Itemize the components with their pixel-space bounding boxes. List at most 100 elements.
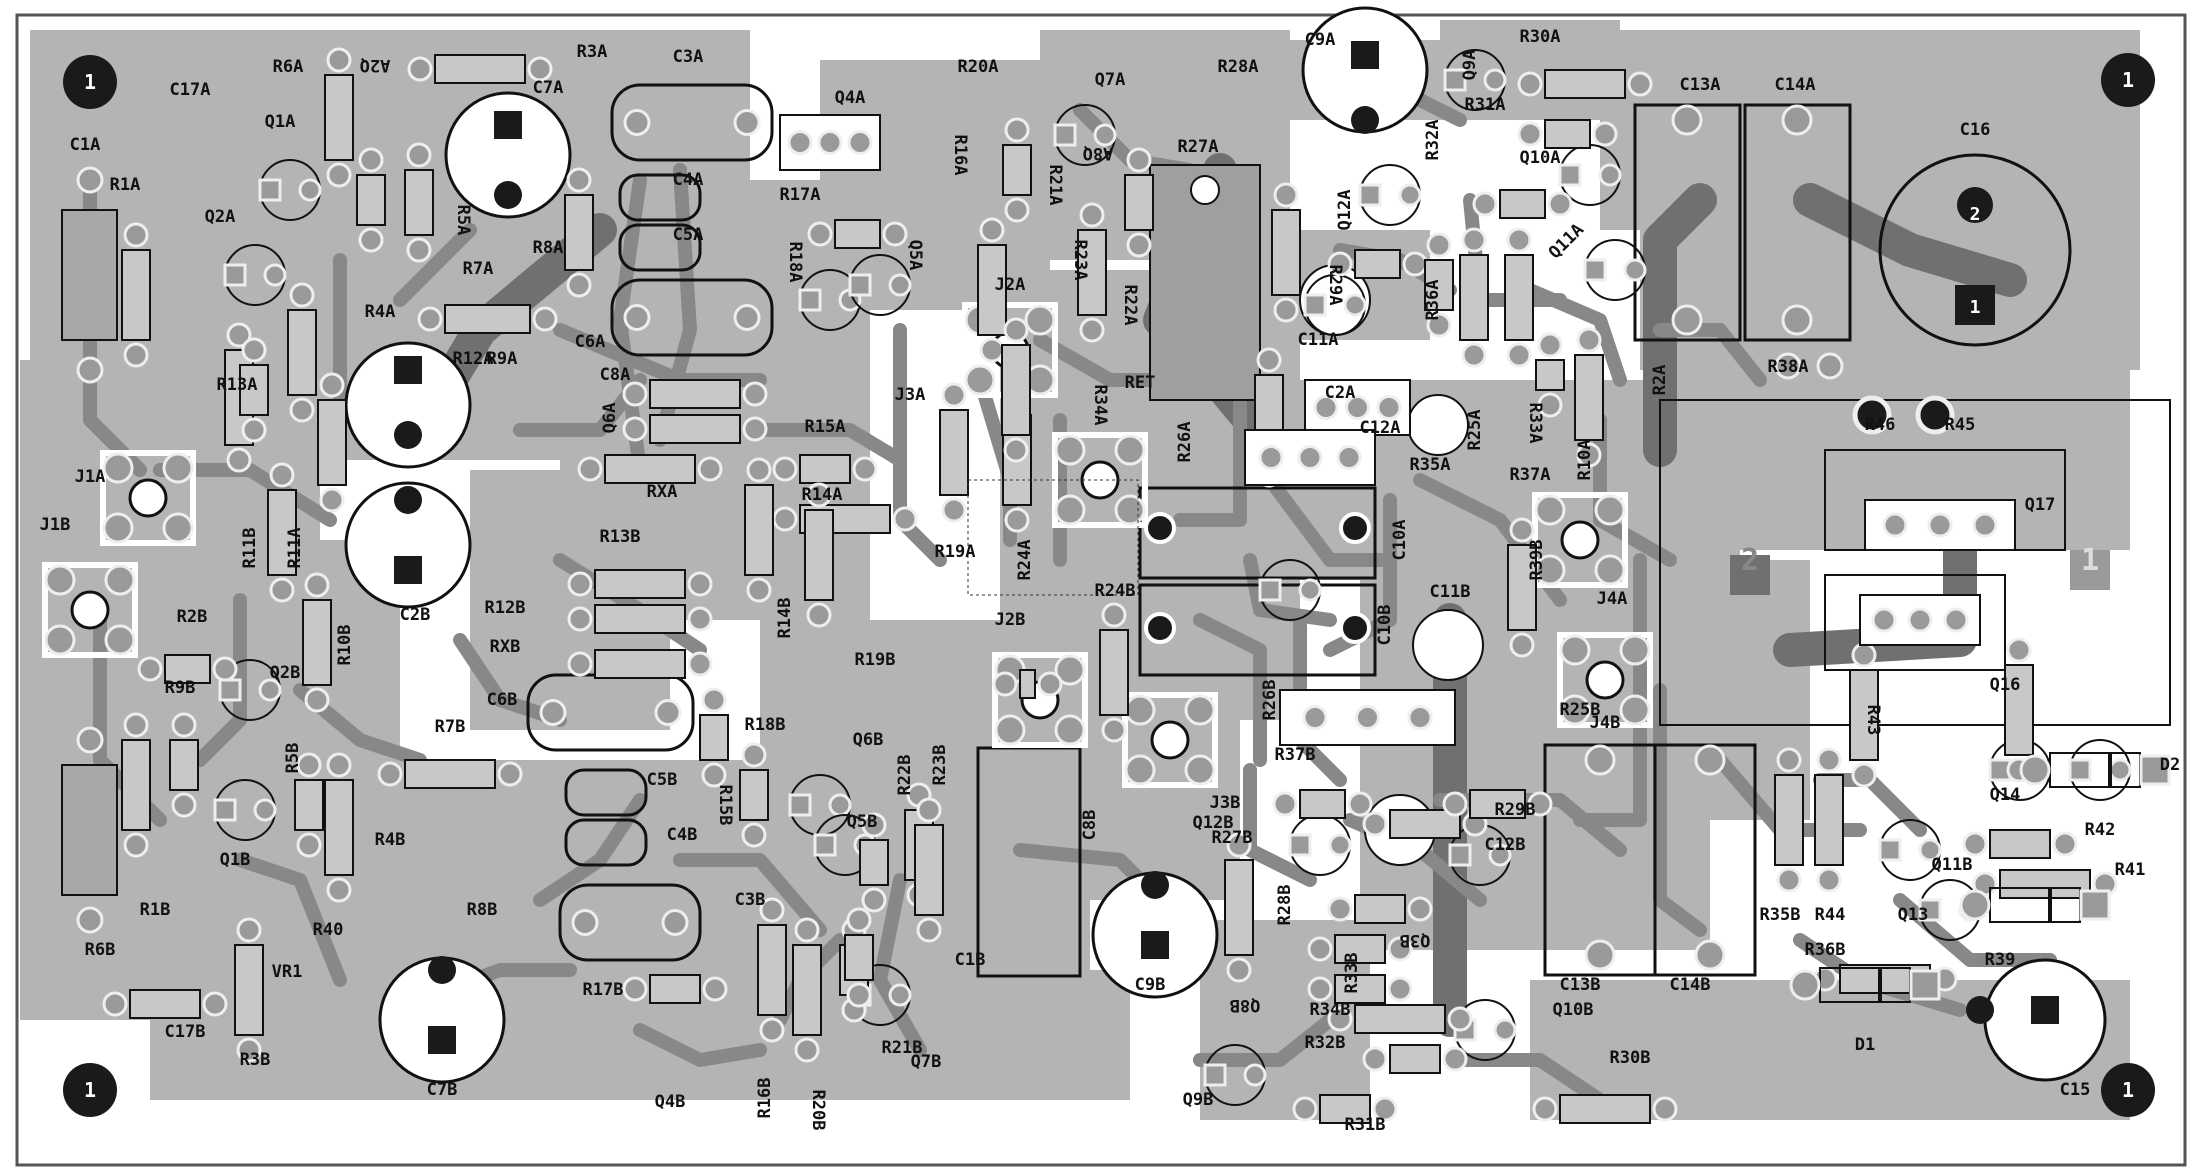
capacitor-pad xyxy=(1781,304,1813,336)
silkscreen-label: R27A xyxy=(1178,137,1219,157)
resistor-body xyxy=(1334,974,1386,1004)
connector-outline xyxy=(100,450,196,546)
capacitor-pad xyxy=(76,906,104,934)
silkscreen-label: C12A xyxy=(1360,418,1401,438)
pin-number: 2 xyxy=(1741,543,1759,578)
capacitor-pad xyxy=(1694,939,1726,971)
resistor-pad xyxy=(236,1037,262,1063)
silkscreen-label: C3A xyxy=(673,47,704,67)
resistor-pad xyxy=(1347,791,1373,817)
silkscreen-label: R33A xyxy=(1525,403,1545,444)
silkscreen-label: A8Q xyxy=(1083,143,1114,163)
silkscreen-label: R19A xyxy=(935,542,976,562)
resistor-pad xyxy=(687,606,713,632)
transistor-pad xyxy=(1493,1018,1517,1042)
resistor-body xyxy=(1499,189,1546,219)
silkscreen-label: C7A xyxy=(533,78,564,98)
package-pad xyxy=(1376,395,1402,420)
resistor-pad xyxy=(102,991,128,1017)
silkscreen-label: VR1 xyxy=(272,962,303,982)
resistor-pad xyxy=(701,762,727,788)
silkscreen-label: C11B xyxy=(1430,582,1471,602)
transistor-pad xyxy=(813,833,837,857)
resistor-pad xyxy=(1851,642,1877,668)
resistor-pad xyxy=(1037,671,1063,697)
connector-outline xyxy=(1122,692,1218,788)
package-pad xyxy=(1313,395,1339,420)
resistor-body xyxy=(1544,69,1626,99)
silkscreen-label: Q2B xyxy=(270,663,301,683)
silkscreen-label: R21B xyxy=(882,1038,923,1058)
resistor-body xyxy=(302,599,332,686)
silkscreen-label: Q6B xyxy=(853,730,884,750)
resistor-body xyxy=(1002,144,1032,196)
capacitor-pad xyxy=(428,1026,456,1054)
resistor-pad xyxy=(269,462,295,488)
board-outline xyxy=(15,13,2187,1167)
resistor-pad xyxy=(882,221,908,247)
resistor-pad xyxy=(1101,717,1127,743)
transistor-pad xyxy=(253,798,277,822)
silkscreen-label: R11B xyxy=(240,528,260,569)
connector-pad xyxy=(1024,304,1056,336)
resistor-pad xyxy=(2006,637,2032,663)
silkscreen-label: C10B xyxy=(1375,605,1395,646)
resistor-pad xyxy=(1537,392,1563,418)
resistor-body xyxy=(1001,344,1031,436)
transistor-pad xyxy=(1918,838,1942,862)
resistor-body xyxy=(739,769,769,821)
capacitor-pad xyxy=(1351,106,1379,134)
silkscreen-label: RXB xyxy=(490,637,521,657)
resistor-pad xyxy=(226,447,252,473)
resistor-pad xyxy=(687,571,713,597)
resistor-pad xyxy=(123,712,149,738)
resistor-pad xyxy=(566,167,592,193)
resistor-pad xyxy=(1509,517,1535,543)
transistor-pad xyxy=(258,678,282,702)
silkscreen-label: R35A xyxy=(1410,455,1451,475)
resistor-body xyxy=(444,304,531,334)
resistor-pad xyxy=(1003,437,1029,463)
resistor-pad xyxy=(1506,342,1532,368)
film-capacitor xyxy=(610,278,774,357)
resistor-body xyxy=(1077,229,1107,316)
silkscreen-label: R4B xyxy=(375,830,406,850)
transistor-pad xyxy=(1343,293,1367,317)
resistor-body xyxy=(1559,1094,1651,1124)
silkscreen-label: R18B xyxy=(745,715,786,735)
resistor-pad xyxy=(1652,1096,1678,1122)
resistor-pad xyxy=(1447,1006,1473,1032)
resistor-body xyxy=(234,944,264,1036)
silkscreen-label: R29A xyxy=(1325,265,1345,306)
silkscreen-label: C13B xyxy=(1560,975,1601,995)
signal-trace xyxy=(1653,683,1707,937)
silkscreen-label: R30B xyxy=(1610,1048,1651,1068)
silkscreen-label: R28A xyxy=(1218,57,1259,77)
silkscreen-label: C9B xyxy=(1135,975,1166,995)
capacitor-pad xyxy=(494,111,522,139)
package-pad xyxy=(1297,445,1323,470)
silkscreen-label: Q13 xyxy=(1898,905,1929,925)
resistor-pad xyxy=(296,752,322,778)
resistor-pad xyxy=(1576,327,1602,353)
package-pad xyxy=(847,130,873,155)
silkscreen-label: R23A xyxy=(1070,240,1090,281)
silkscreen-label: R9B xyxy=(165,678,196,698)
electrolytic-capacitor xyxy=(1407,394,1469,456)
transistor-pad xyxy=(1303,293,1327,317)
connector-pad xyxy=(1114,434,1146,466)
silkscreen-label: R28B xyxy=(1275,885,1295,926)
resistor-body xyxy=(594,569,686,599)
silkscreen-label: R9A xyxy=(487,349,518,369)
capacitor-pad xyxy=(1584,939,1616,971)
silkscreen-label: R12B xyxy=(485,598,526,618)
resistor-pad xyxy=(1402,251,1428,277)
connector-pad xyxy=(104,624,136,656)
silkscreen-label: A2Q xyxy=(360,55,391,75)
resistor-body xyxy=(1989,829,2051,859)
silkscreen-label: R31B xyxy=(1345,1115,1386,1135)
connector-pad xyxy=(1534,494,1566,526)
silkscreen-label: C8B xyxy=(1080,810,1100,841)
resistor-pad xyxy=(746,457,772,483)
